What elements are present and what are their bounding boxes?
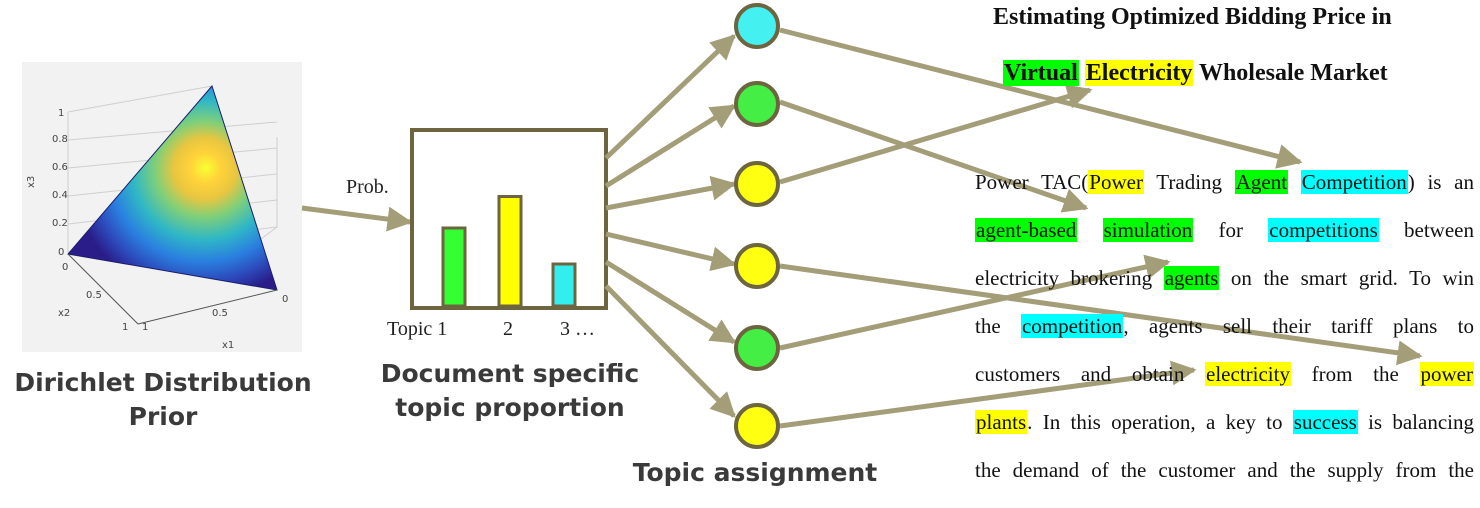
text: from the (1290, 362, 1420, 386)
topic-node-5 (734, 325, 780, 371)
arrow-prior-to-proportion (301, 205, 413, 232)
paragraph-line-3: electricity brokering agents on the smar… (975, 254, 1474, 302)
text: Power TAC( (975, 170, 1089, 194)
proportion-label-line2: topic proportion (395, 393, 625, 422)
topic-node-4 (734, 243, 780, 289)
text (1288, 170, 1301, 194)
topic-node-6 (734, 403, 780, 449)
paragraph-line-2: agent-based simulation for competitions … (975, 206, 1474, 254)
highlight-plants: plants (975, 410, 1028, 434)
prob-axis-label: Prob. (346, 176, 389, 198)
paragraph-line-4: the competition, agents sell their tarif… (975, 302, 1474, 350)
arrow-node-2-to-simulation (779, 99, 1089, 213)
text: the (975, 314, 1021, 338)
proportion-bars (441, 195, 577, 308)
arrow-node-1-to-competition (779, 27, 1303, 169)
z-tick: 0.4 (52, 190, 68, 201)
document-paragraph: Power TAC(Power Trading Agent Competitio… (975, 158, 1474, 494)
highlight-agent: Agent (1234, 170, 1289, 194)
topic-node-3 (734, 161, 780, 207)
text: is balancing (1357, 410, 1474, 434)
text: . In this operation, a key to (1027, 410, 1293, 434)
tick-topic-3: 3 … (560, 318, 595, 340)
highlight-power-2: power (1419, 362, 1474, 386)
arrow-to-node-4 (605, 231, 737, 272)
text: Trading (1143, 170, 1235, 194)
arrow-to-node-1 (604, 34, 736, 160)
topic-node-1 (734, 3, 780, 49)
topic-nodes (734, 3, 780, 449)
z-tick: 0.2 (52, 218, 68, 229)
text: between (1404, 218, 1474, 242)
proportion-label: Document specific topic proportion (370, 357, 650, 425)
x1-tick: 1 (142, 322, 148, 333)
text: , agents sell their tariff plans to (1123, 314, 1475, 338)
paragraph-line-7: the demand of the customer and the suppl… (975, 458, 1474, 482)
z-tick: 0.6 (52, 162, 68, 173)
arrow-to-node-5 (604, 259, 737, 345)
topic-node-2 (734, 81, 780, 127)
arrow-to-node-3 (605, 175, 737, 211)
tick-topic-2: 2 (503, 318, 513, 340)
paragraph-line-5: customers and obtain electricity from th… (975, 350, 1474, 398)
highlight-success: success (1292, 410, 1358, 434)
arrow-node-6-to-electricity (779, 360, 1197, 429)
title-rest: Wholesale Market (1193, 60, 1388, 86)
z-tick: 0 (58, 247, 64, 258)
highlight-electricity: Electricity (1084, 60, 1194, 86)
highlight-competitions: competitions (1268, 218, 1379, 242)
text: for (1218, 218, 1244, 242)
prior-label: Dirichlet Distribution Prior (8, 366, 318, 434)
highlight-agent-based: agent-based (975, 218, 1078, 242)
x1-tick: 0 (282, 294, 288, 305)
arrow-node-5-to-agents (779, 254, 1171, 351)
highlight-agents: agents (1163, 266, 1220, 290)
highlight-power: Power (1088, 170, 1144, 194)
highlight-simulation: simulation (1102, 218, 1194, 242)
topic-assignment-label: Topic assignment (632, 458, 878, 487)
arrow-node-4-to-power (779, 263, 1423, 366)
highlight-electricity-2: electricity (1205, 362, 1291, 386)
arrow-to-node-6 (604, 284, 736, 418)
x2-tick: 1 (122, 322, 128, 333)
text: ) is an (1407, 170, 1474, 194)
x1-tick: 0.5 (212, 308, 228, 319)
z-tick: 1 (58, 108, 64, 119)
highlight-competition-2: competition (1020, 314, 1124, 338)
highlight-competition: Competition (1300, 170, 1408, 194)
prior-label-line2: Prior (128, 402, 198, 431)
document-title-line2: Virtual Electricity Wholesale Market (1003, 60, 1388, 87)
prior-label-line1: Dirichlet Distribution (14, 368, 312, 397)
dirichlet-plot: 1 0.8 0.6 0.4 0.2 0 x3 0 0.5 1 x2 1 0.5 … (22, 62, 302, 352)
tick-topic-1: Topic 1 (387, 318, 448, 340)
axis-label-x2: x2 (58, 308, 70, 319)
x2-tick: 0 (62, 262, 68, 273)
topic-bar-1 (441, 226, 467, 308)
simplex-heatmap-icon: 1 0.8 0.6 0.4 0.2 0 x3 0 0.5 1 x2 1 0.5 … (26, 84, 288, 351)
text: on the smart grid. To win (1219, 266, 1474, 290)
paragraph-line-6: plants. In this operation, a key to succ… (975, 398, 1474, 446)
axis-label-x3: x3 (26, 176, 37, 188)
z-tick: 0.8 (52, 134, 68, 145)
text: customers and obtain (975, 362, 1206, 386)
text: electricity brokering (975, 266, 1164, 290)
topic-bar-3 (551, 262, 577, 308)
arrow-node-3-to-electricity (779, 84, 1093, 185)
document-title-line1: Estimating Optimized Bidding Price in (993, 4, 1392, 30)
axis-label-x1: x1 (222, 340, 234, 351)
paragraph-line-1: Power TAC(Power Trading Agent Competitio… (975, 158, 1474, 206)
highlight-virtual: Virtual (1003, 60, 1079, 86)
topic-bar-2 (497, 195, 523, 308)
proportion-label-line1: Document specific (380, 359, 640, 388)
arrow-to-node-2 (604, 103, 737, 189)
x2-tick: 0.5 (86, 290, 102, 301)
